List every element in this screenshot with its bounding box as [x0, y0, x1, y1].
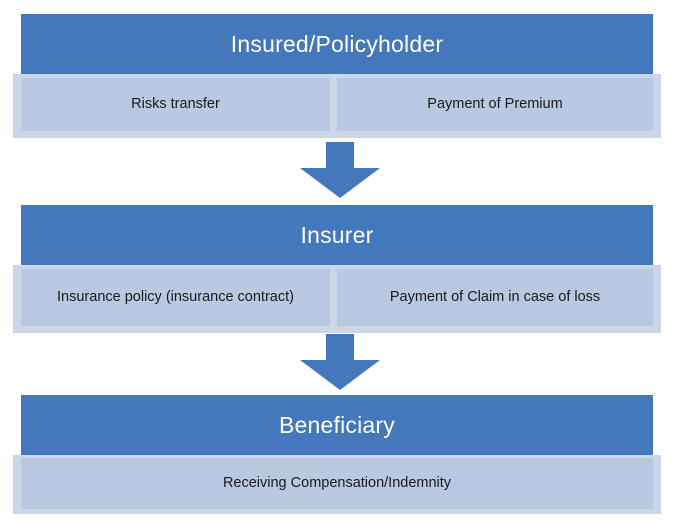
- sub-box-label: Insurance policy (insurance contract): [57, 289, 294, 306]
- sub-box-label: Receiving Compensation/Indemnity: [222, 475, 452, 492]
- header-label-beneficiary: Beneficiary: [279, 411, 395, 438]
- header-box-beneficiary: Beneficiary: [21, 395, 653, 455]
- sub-box-risks-transfer: Risks transfer: [21, 78, 330, 131]
- sub-box-insurance-policy: Insurance policy (insurance contract): [21, 269, 330, 326]
- sub-box-payment-of-premium: Payment of Premium: [337, 78, 653, 131]
- sub-box-label: Payment of Premium: [427, 96, 563, 113]
- sub-box-payment-of-claim: Payment of Claim in case of loss: [337, 269, 653, 326]
- arrow-insured-to-insurer-icon: [300, 142, 380, 198]
- sub-box-label: Risks transfer: [131, 96, 220, 113]
- header-box-insured: Insured/Policyholder: [21, 14, 653, 74]
- header-label-insured: Insured/Policyholder: [230, 30, 444, 57]
- header-label-insurer: Insurer: [300, 221, 374, 248]
- header-box-insurer: Insurer: [21, 205, 653, 265]
- sub-box-receiving-compensation: Receiving Compensation/Indemnity: [21, 458, 653, 509]
- sub-box-label: Payment of Claim in case of loss: [389, 289, 601, 306]
- arrow-insurer-to-beneficiary-icon: [300, 334, 380, 390]
